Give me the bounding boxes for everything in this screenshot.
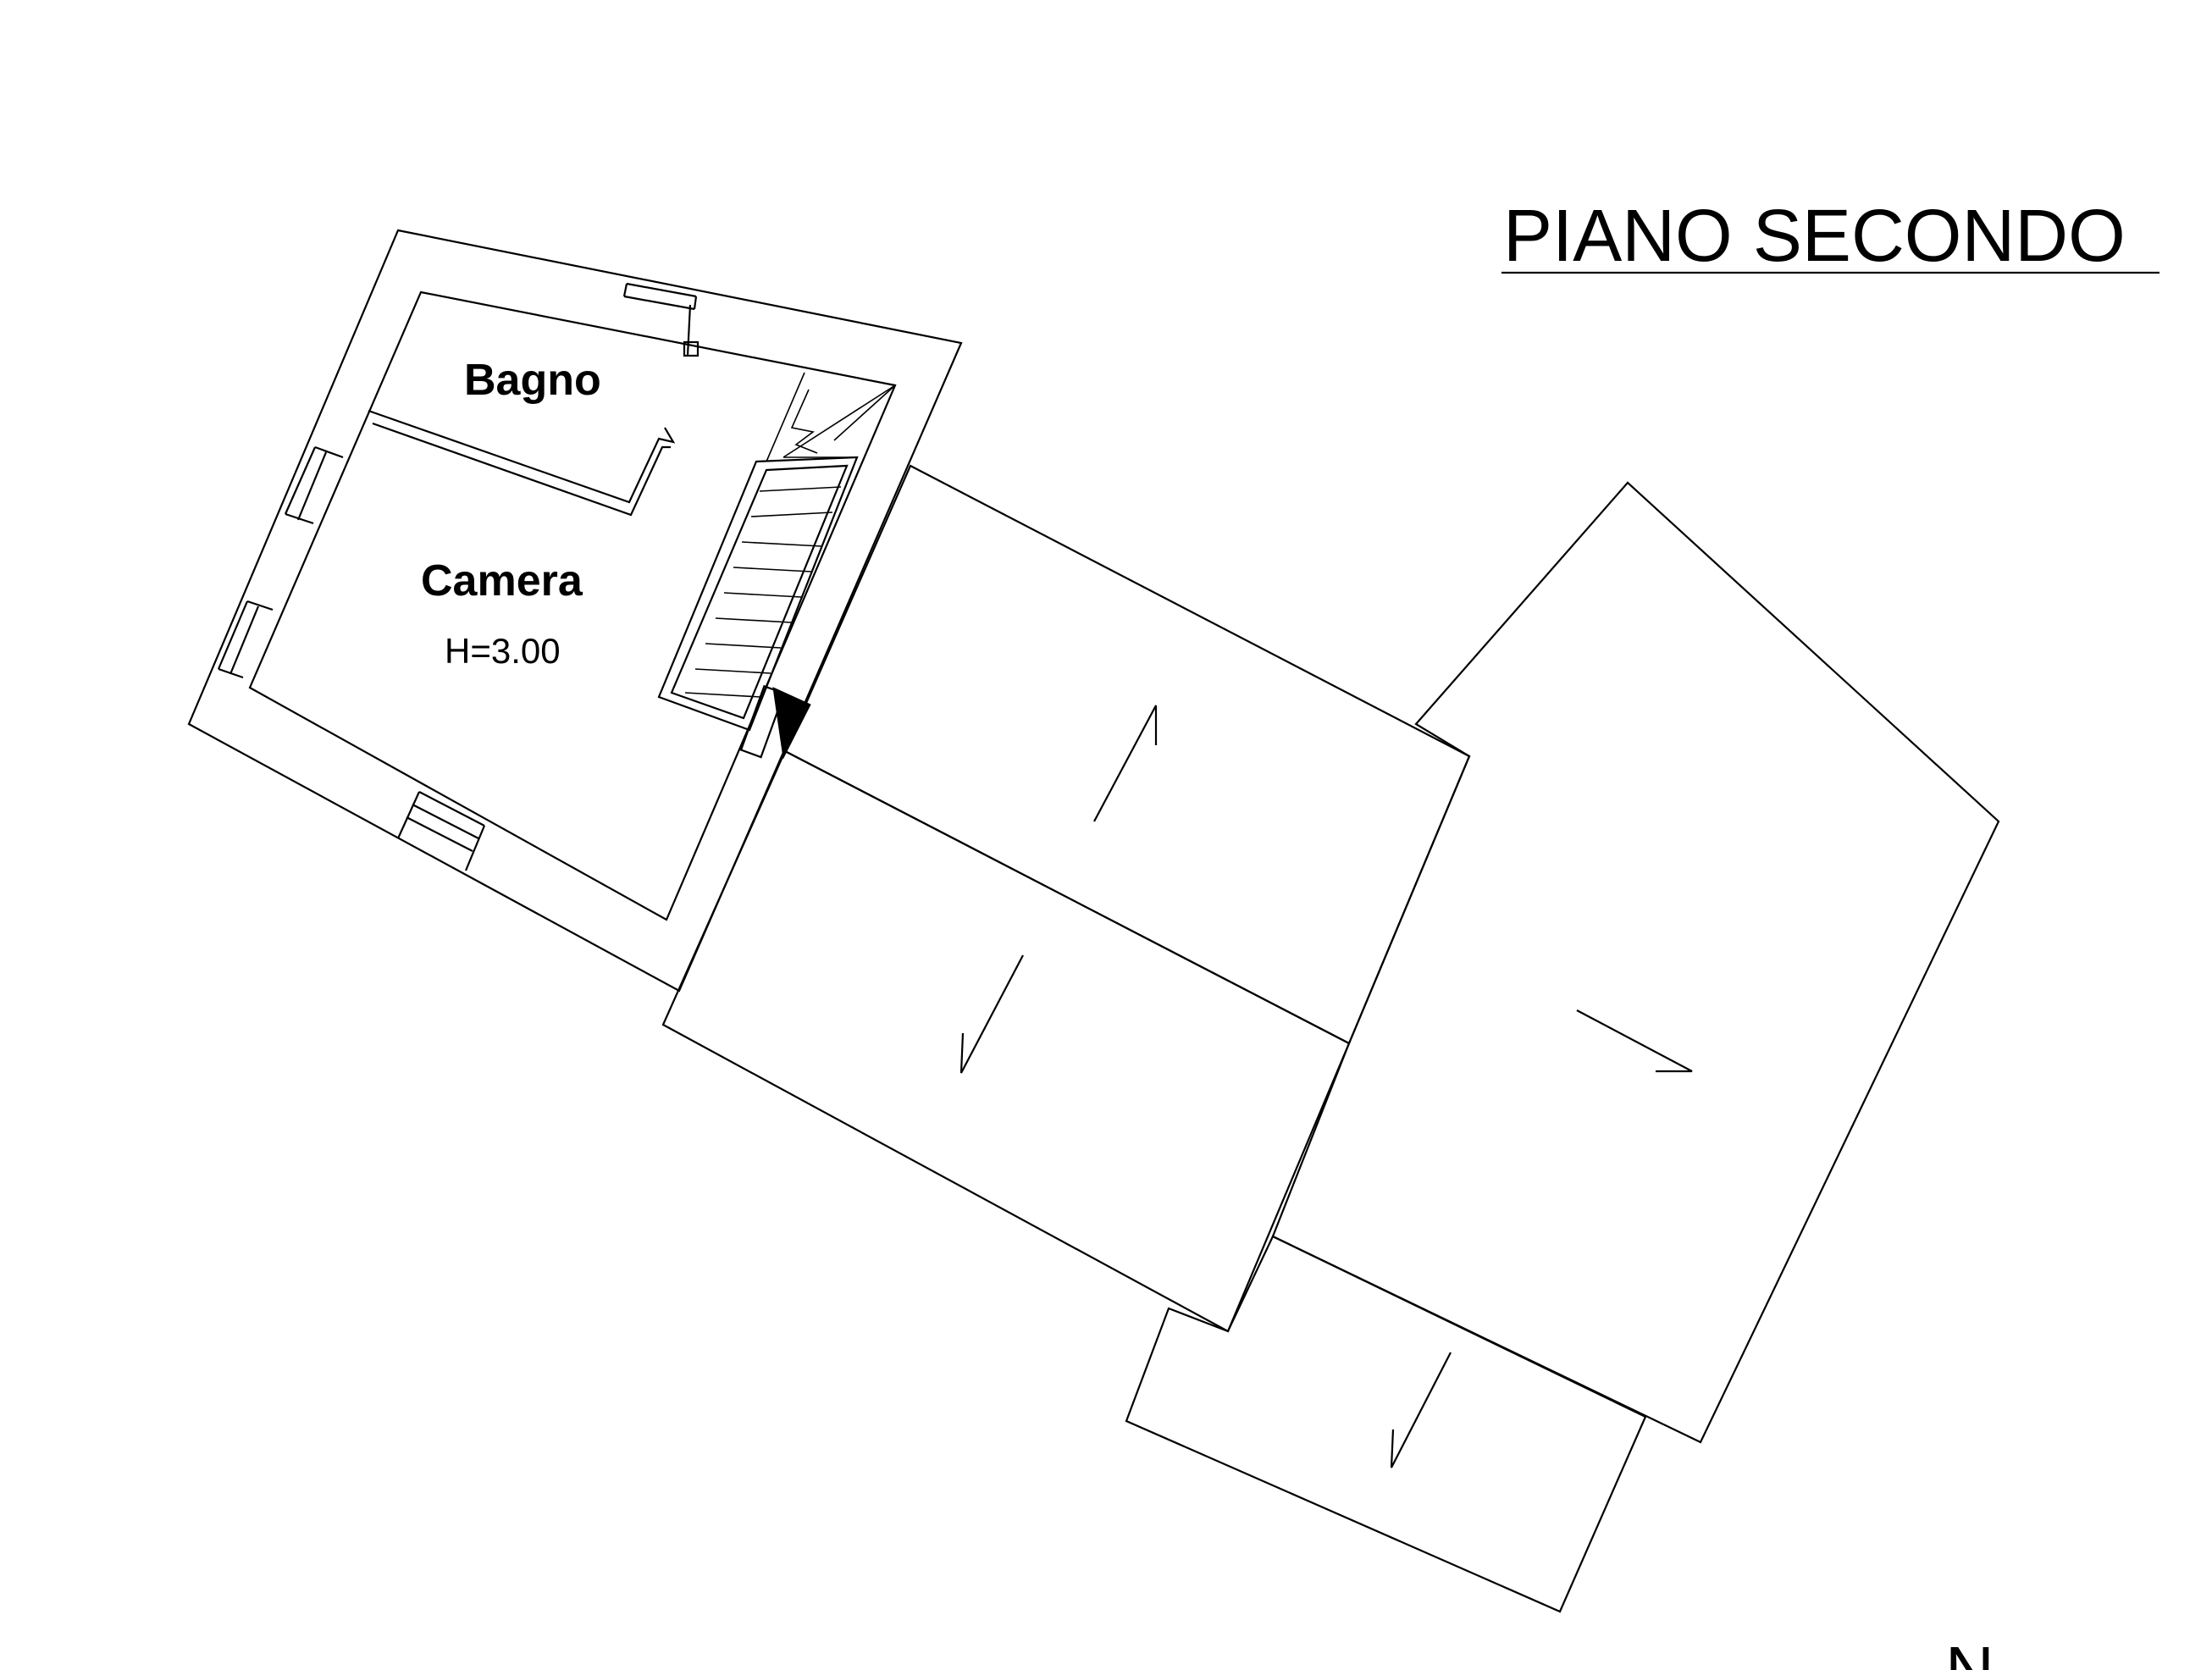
- room-height-label: H=3.00: [445, 631, 561, 671]
- bathroom-partition: [368, 409, 676, 517]
- room-label-bagno: Bagno: [464, 356, 601, 405]
- window-left-lower: [217, 600, 274, 679]
- roof-section-upper: [783, 464, 1471, 1045]
- roof-section-bottom: [1125, 1235, 1647, 1613]
- window-left-upper: [284, 445, 344, 525]
- room-label-camera: Camera: [421, 556, 583, 606]
- roof-section-lower: [661, 749, 1351, 1333]
- window-bottom: [396, 791, 486, 871]
- window-top: [622, 282, 700, 357]
- north-marker: N: [1945, 1633, 1994, 1670]
- roof-section-right: [1271, 481, 2000, 1444]
- stair-arrow-icon: [772, 687, 811, 760]
- page-title: PIANO SECONDO: [1503, 195, 2126, 277]
- staircase: [657, 372, 896, 760]
- building-walls: [187, 229, 963, 993]
